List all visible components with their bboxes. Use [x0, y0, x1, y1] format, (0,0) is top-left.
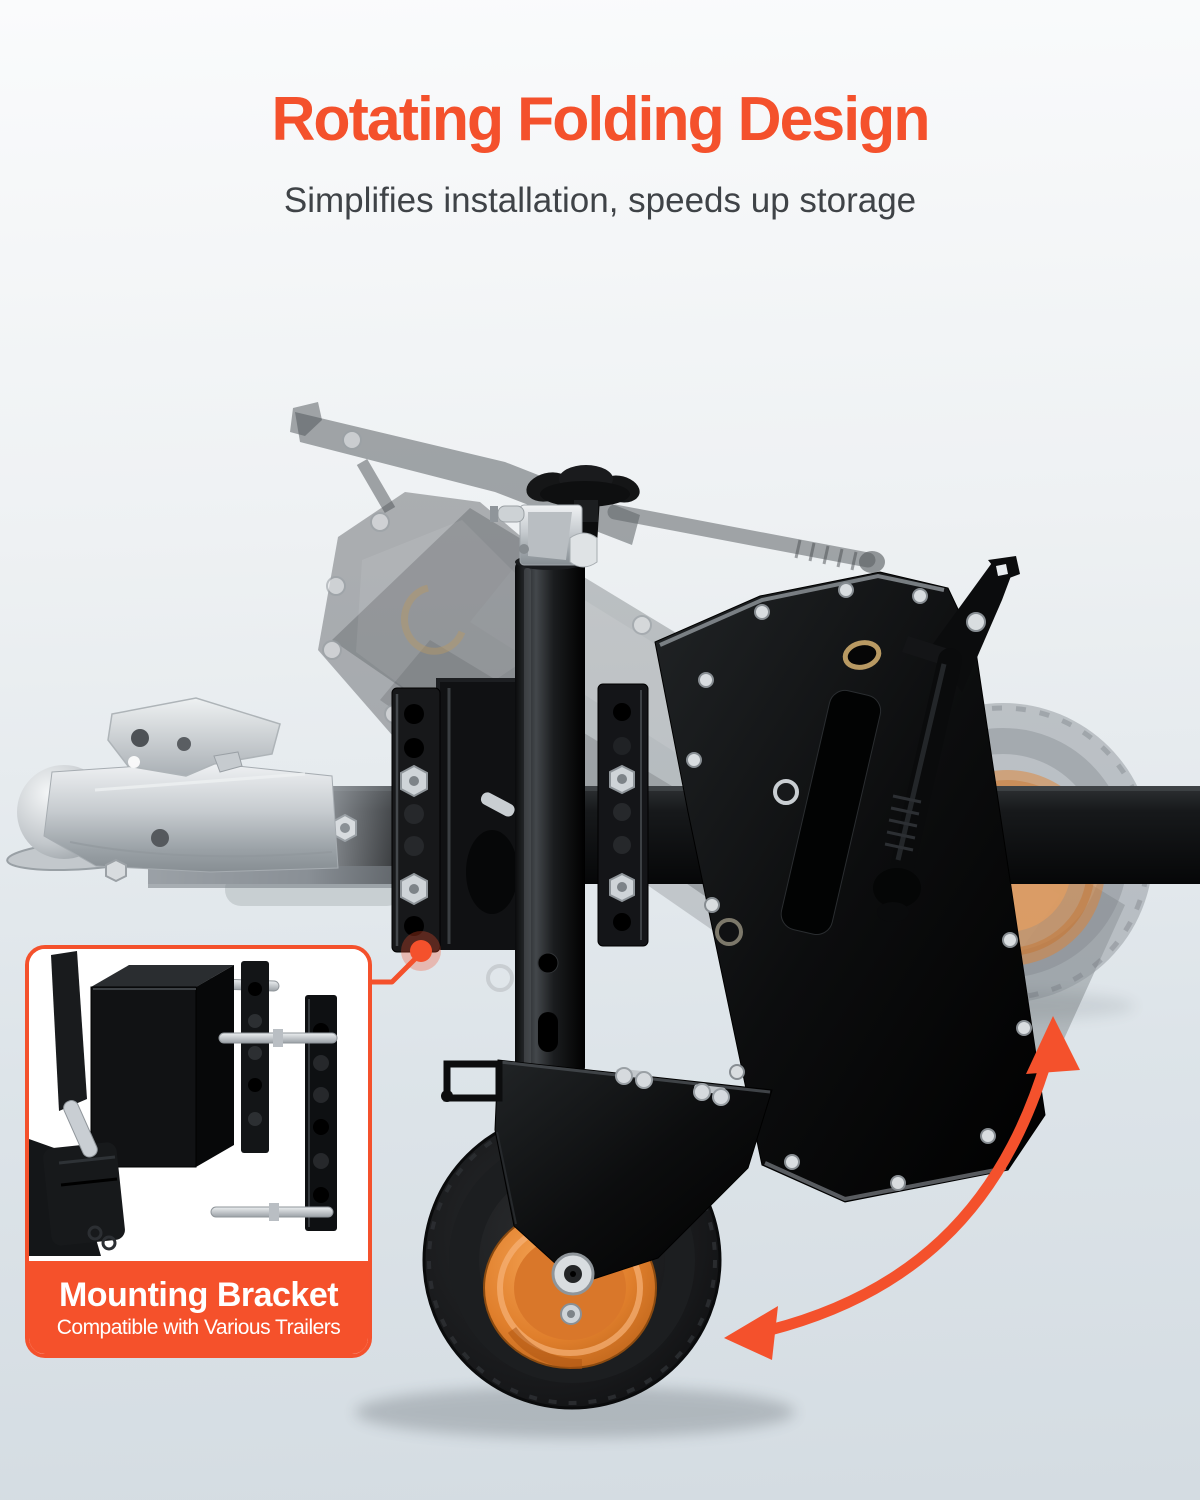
page-title: Rotating Folding Design: [271, 85, 931, 154]
mounting-bracket-photo: [29, 949, 368, 1261]
bracket-right-plate: [597, 683, 649, 947]
mounting-bracket-thumbnail: [29, 951, 338, 1256]
jack-winch-housing: [490, 504, 598, 568]
main-wheel: [422, 1059, 773, 1410]
crank-handle: [873, 648, 962, 922]
folded-jack-body: [654, 556, 1046, 1203]
callout-dot-icon: [410, 940, 432, 962]
jack-handle-knob: [490, 465, 640, 568]
fork-pins: [615, 1067, 730, 1106]
fork-pull-pin: [443, 1060, 503, 1102]
bracket-left-plate: [391, 687, 441, 953]
callout-leader-line: [372, 931, 441, 985]
swivel-fork: [441, 1059, 773, 1285]
jack-tube: [486, 554, 585, 1075]
coupler-latch: [107, 697, 281, 777]
header: Rotating Folding Design Simplifies insta…: [0, 84, 1200, 221]
mounting-bracket-panel: Mounting Bracket Compatible with Various…: [29, 1261, 368, 1354]
trailer-coupler: [6, 697, 339, 883]
callout-title: Mounting Bracket: [58, 1275, 339, 1314]
page-subtitle: Simplifies installation, speeds up stora…: [283, 181, 917, 220]
callout-subtitle: Compatible with Various Trailers: [56, 1315, 341, 1339]
rotation-arrow-icon: [724, 1016, 1080, 1360]
mounting-bracket-callout: Mounting Bracket Compatible with Various…: [25, 945, 372, 1358]
